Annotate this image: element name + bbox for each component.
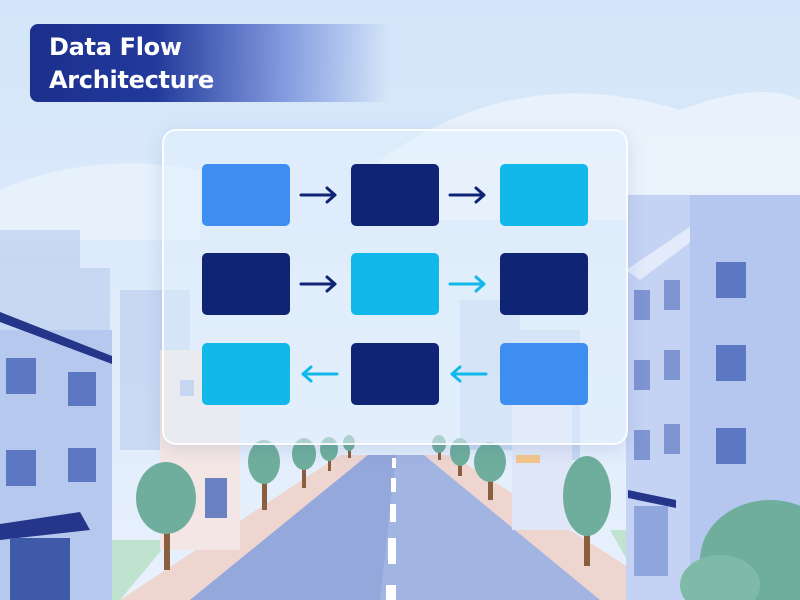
arrow-right-icon-path xyxy=(299,275,337,293)
arrow-right-icon-path xyxy=(299,186,337,204)
diagram-node-cyan xyxy=(500,164,588,226)
arrow-left-icon xyxy=(301,365,339,383)
title-line-1: Data Flow xyxy=(49,33,182,61)
cloud-shape xyxy=(0,163,200,240)
tree xyxy=(136,462,196,570)
page-title: Data Flow Architecture xyxy=(49,31,214,97)
arrow-right-icon-path xyxy=(448,186,486,204)
tree xyxy=(248,440,280,510)
tree xyxy=(474,442,506,500)
sidewalk-left xyxy=(120,455,372,600)
arrow-right-icon xyxy=(299,186,337,204)
lane-markings xyxy=(386,458,396,600)
diagram-node-navy xyxy=(351,164,439,226)
title-line-2: Architecture xyxy=(49,66,214,94)
tree xyxy=(292,438,316,488)
tree xyxy=(450,438,470,476)
diagram-node-blue xyxy=(500,343,588,405)
tree xyxy=(563,456,611,566)
arrow-right-icon xyxy=(448,186,486,204)
diagram-node-navy xyxy=(202,253,290,315)
arrow-right-icon xyxy=(448,275,486,293)
building-left xyxy=(0,312,112,600)
diagram-node-cyan xyxy=(202,343,290,405)
arrow-right-icon-path xyxy=(448,275,486,293)
diagram-node-cyan xyxy=(351,253,439,315)
diagram-node-blue xyxy=(202,164,290,226)
diagram-node-navy xyxy=(351,343,439,405)
diagram-panel xyxy=(162,129,628,445)
title-banner xyxy=(30,24,390,102)
arrow-left-icon-path xyxy=(301,365,339,383)
bush xyxy=(680,500,800,600)
road-shade xyxy=(190,455,396,600)
arrow-right-icon xyxy=(299,275,337,293)
diagram-node-navy xyxy=(500,253,588,315)
arrow-left-icon xyxy=(450,365,488,383)
arrow-left-icon-path xyxy=(450,365,488,383)
